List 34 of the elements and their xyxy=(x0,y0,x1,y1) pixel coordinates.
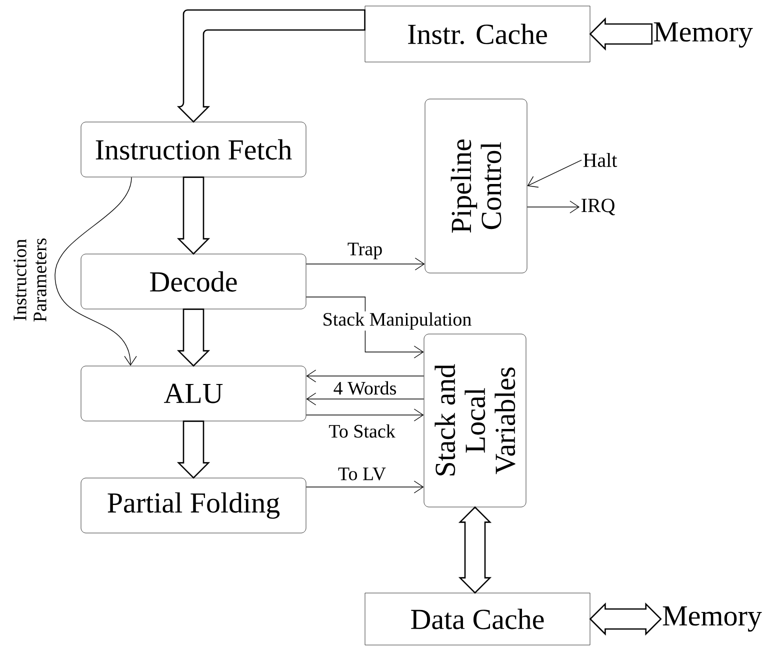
cache-box: Instr. Cache xyxy=(364,6,590,62)
arrow xyxy=(54,176,137,366)
arrow xyxy=(527,160,582,188)
edge-label: To LV xyxy=(336,466,388,482)
cache-box: Data Cache xyxy=(364,592,590,646)
double-arrow xyxy=(458,506,492,594)
arrow xyxy=(306,480,424,494)
edge-label: 4 Words xyxy=(332,380,398,396)
double-arrow xyxy=(176,420,210,479)
stage-box: ALU xyxy=(80,366,306,422)
double-arrow xyxy=(589,602,662,636)
edge-label: Instruction Parameters xyxy=(14,238,46,322)
signal-label: Halt xyxy=(583,152,618,168)
double-arrow xyxy=(178,9,366,122)
arrow xyxy=(306,296,424,358)
edge-label: Stack Manipulation xyxy=(321,311,473,331)
edge-label: To Stack xyxy=(328,423,396,439)
stage-box: Decode xyxy=(80,254,306,310)
unit-box: Stack and Local Variables xyxy=(424,334,526,508)
memory-label: Memory xyxy=(662,606,762,632)
arrow xyxy=(306,370,424,382)
arrow xyxy=(526,200,580,214)
arrow xyxy=(306,408,424,422)
unit-box: Pipeline Control xyxy=(424,98,528,274)
double-arrow xyxy=(589,17,653,51)
stage-box: Partial Folding xyxy=(80,478,306,534)
stage-box: Instruction Fetch xyxy=(80,122,306,178)
memory-label: Memory xyxy=(654,22,753,48)
double-arrow xyxy=(176,308,210,367)
edge-label: Trap xyxy=(346,242,384,260)
arrow xyxy=(306,392,424,406)
arrow xyxy=(306,258,425,270)
signal-label: IRQ xyxy=(582,198,615,216)
double-arrow xyxy=(176,176,210,255)
